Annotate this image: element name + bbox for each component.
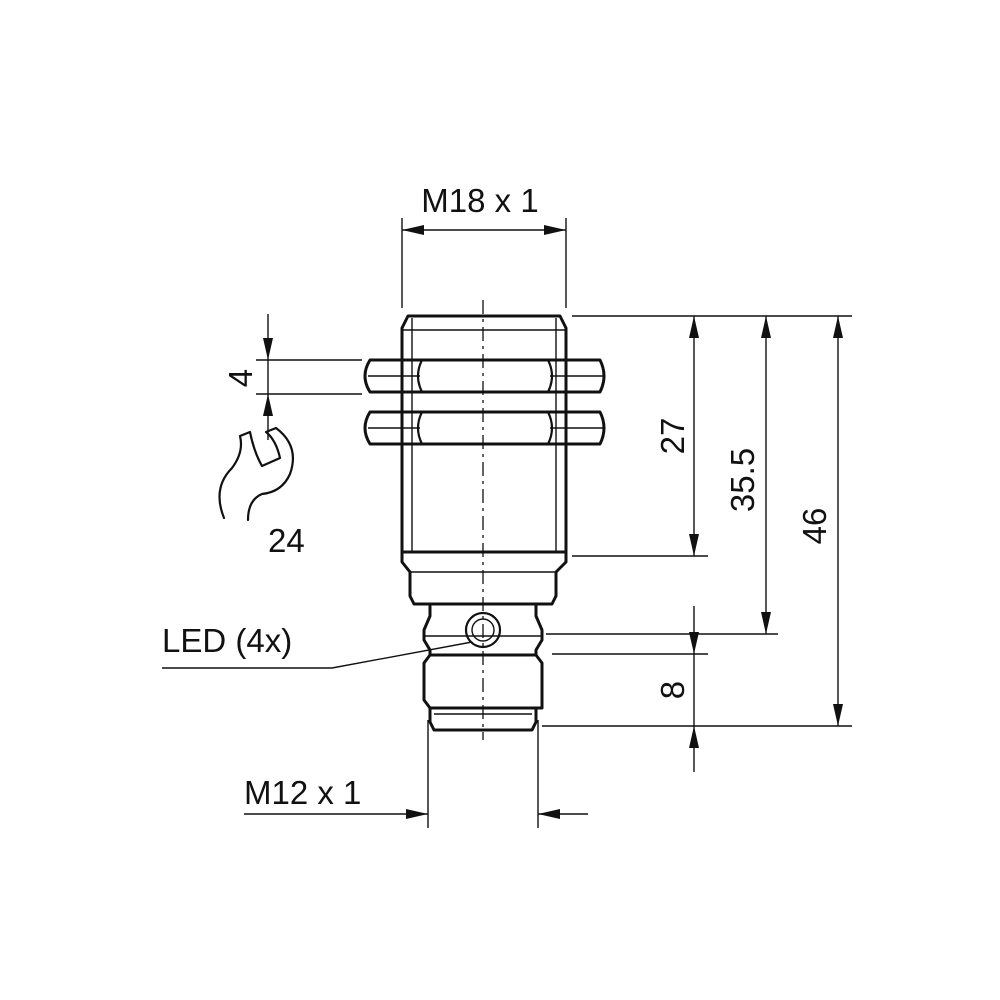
dim-46-arrow-bottom <box>833 704 843 726</box>
nut-arrow-bottom <box>263 394 273 416</box>
dim-35-arrow-top <box>761 316 771 338</box>
m12-arrow-right <box>538 809 560 819</box>
sensor-body <box>400 314 568 732</box>
mounting-nuts <box>363 358 606 446</box>
lower-nut <box>363 410 606 446</box>
lower-nut-flats <box>416 410 554 446</box>
led-callout: LED (4x) <box>162 622 473 669</box>
dim-nut-4: 4 <box>222 314 362 440</box>
m18-label: M18 x 1 <box>421 182 538 219</box>
nut-arrow-top <box>263 338 273 360</box>
dim-35-arrow-bottom <box>761 612 771 634</box>
body-collar <box>400 550 568 606</box>
dim-35-label: 35.5 <box>724 448 761 512</box>
dim-27-label: 27 <box>654 418 691 455</box>
dim-8-label: 8 <box>654 681 691 699</box>
dim-8-arrow-bottom <box>689 726 699 748</box>
connector-tip <box>428 706 538 732</box>
dim-m18: M18 x 1 <box>401 182 567 308</box>
dim-27-arrow-bottom <box>689 534 699 556</box>
dim-27-arrow-top <box>689 316 699 338</box>
led-label: LED (4x) <box>162 622 292 659</box>
m18-arrow-right <box>544 225 566 235</box>
dim-46-arrow-top <box>833 316 843 338</box>
nut-label: 4 <box>222 369 259 387</box>
m12-arrow-left <box>406 809 428 819</box>
dim-8-arrow-top <box>689 632 699 654</box>
wrench-size: 24 <box>218 426 305 559</box>
wrench-label: 24 <box>268 522 305 559</box>
dim-46-label: 46 <box>796 508 833 545</box>
threaded-barrel <box>400 314 568 554</box>
dim-lengths: 27 35.5 46 8 <box>542 315 852 772</box>
wrench-icon <box>218 426 294 522</box>
led-leader-line <box>162 641 473 669</box>
led-window <box>464 611 502 649</box>
upper-nut-flats <box>416 358 554 394</box>
m18-arrow-left <box>402 225 424 235</box>
m12-label: M12 x 1 <box>244 774 361 811</box>
upper-nut <box>363 358 606 394</box>
dim-m12: M12 x 1 <box>244 720 588 828</box>
